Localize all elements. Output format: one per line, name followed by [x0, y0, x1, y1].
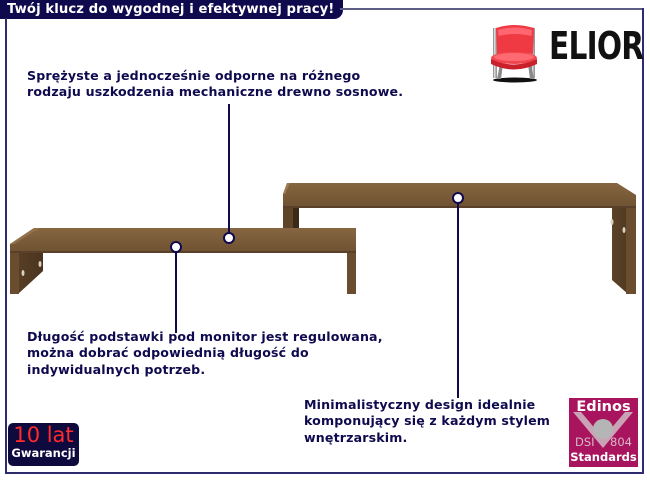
- warranty-badge: 10 lat Gwarancji: [8, 423, 79, 466]
- callout-text-length: Długość podstawki pod monitor jest regul…: [27, 329, 383, 378]
- certificate-footer: Standards: [570, 450, 637, 464]
- callout-marker-length[interactable]: [170, 241, 182, 253]
- certificate-title: Edinos: [576, 399, 631, 415]
- callout-line-text: Sprężyste a jednocześnie odporne na różn…: [27, 68, 361, 83]
- callout-connector-wood: [228, 104, 230, 236]
- certificate-right-mark: 804: [610, 435, 632, 449]
- callout-line-text: Długość podstawki pod monitor jest regul…: [27, 329, 383, 344]
- callout-line-text: komponujący się z każdym stylem: [304, 413, 551, 429]
- warranty-label: Gwarancji: [11, 446, 76, 460]
- callout-connector-length: [175, 249, 177, 333]
- frame-top-border: [340, 8, 644, 10]
- callout-line-text: wnętrzarskim.: [304, 429, 408, 445]
- callout-text-wood: Sprężyste a jednocześnie odporne na różn…: [27, 68, 403, 101]
- callout-line-text: indywidualnych potrzeb.: [27, 361, 206, 377]
- callout-line-text: Minimalistyczny design idealnie: [304, 397, 536, 412]
- frame-left-border: [5, 18, 7, 474]
- checkmark-v-icon: [573, 412, 633, 448]
- callout-line-text: rodzaju uszkodzenia mechaniczne drewno s…: [27, 84, 404, 100]
- certificate-badge: Edinos DSI 804 Standards: [569, 398, 638, 467]
- callout-connector-design: [457, 200, 459, 398]
- brand-logo: ELIOR: [483, 14, 644, 86]
- frame-right-border: [642, 8, 644, 474]
- frame-bottom-border: [5, 472, 644, 474]
- callout-line-text: można dobrać odpowiednią długość do: [27, 345, 309, 361]
- callout-text-design: Minimalistyczny design idealnie komponuj…: [304, 397, 550, 446]
- callout-marker-wood[interactable]: [223, 232, 235, 244]
- certificate-left-mark: DSI: [575, 435, 595, 449]
- brand-name: ELIOR: [549, 24, 644, 68]
- warranty-years: 10 lat: [13, 423, 74, 447]
- wooden-monitor-stand-image: [10, 183, 636, 294]
- page-title: Twój klucz do wygodnej i efektywnej prac…: [0, 0, 343, 19]
- callout-marker-design[interactable]: [452, 192, 464, 204]
- red-chair-icon: [491, 25, 537, 83]
